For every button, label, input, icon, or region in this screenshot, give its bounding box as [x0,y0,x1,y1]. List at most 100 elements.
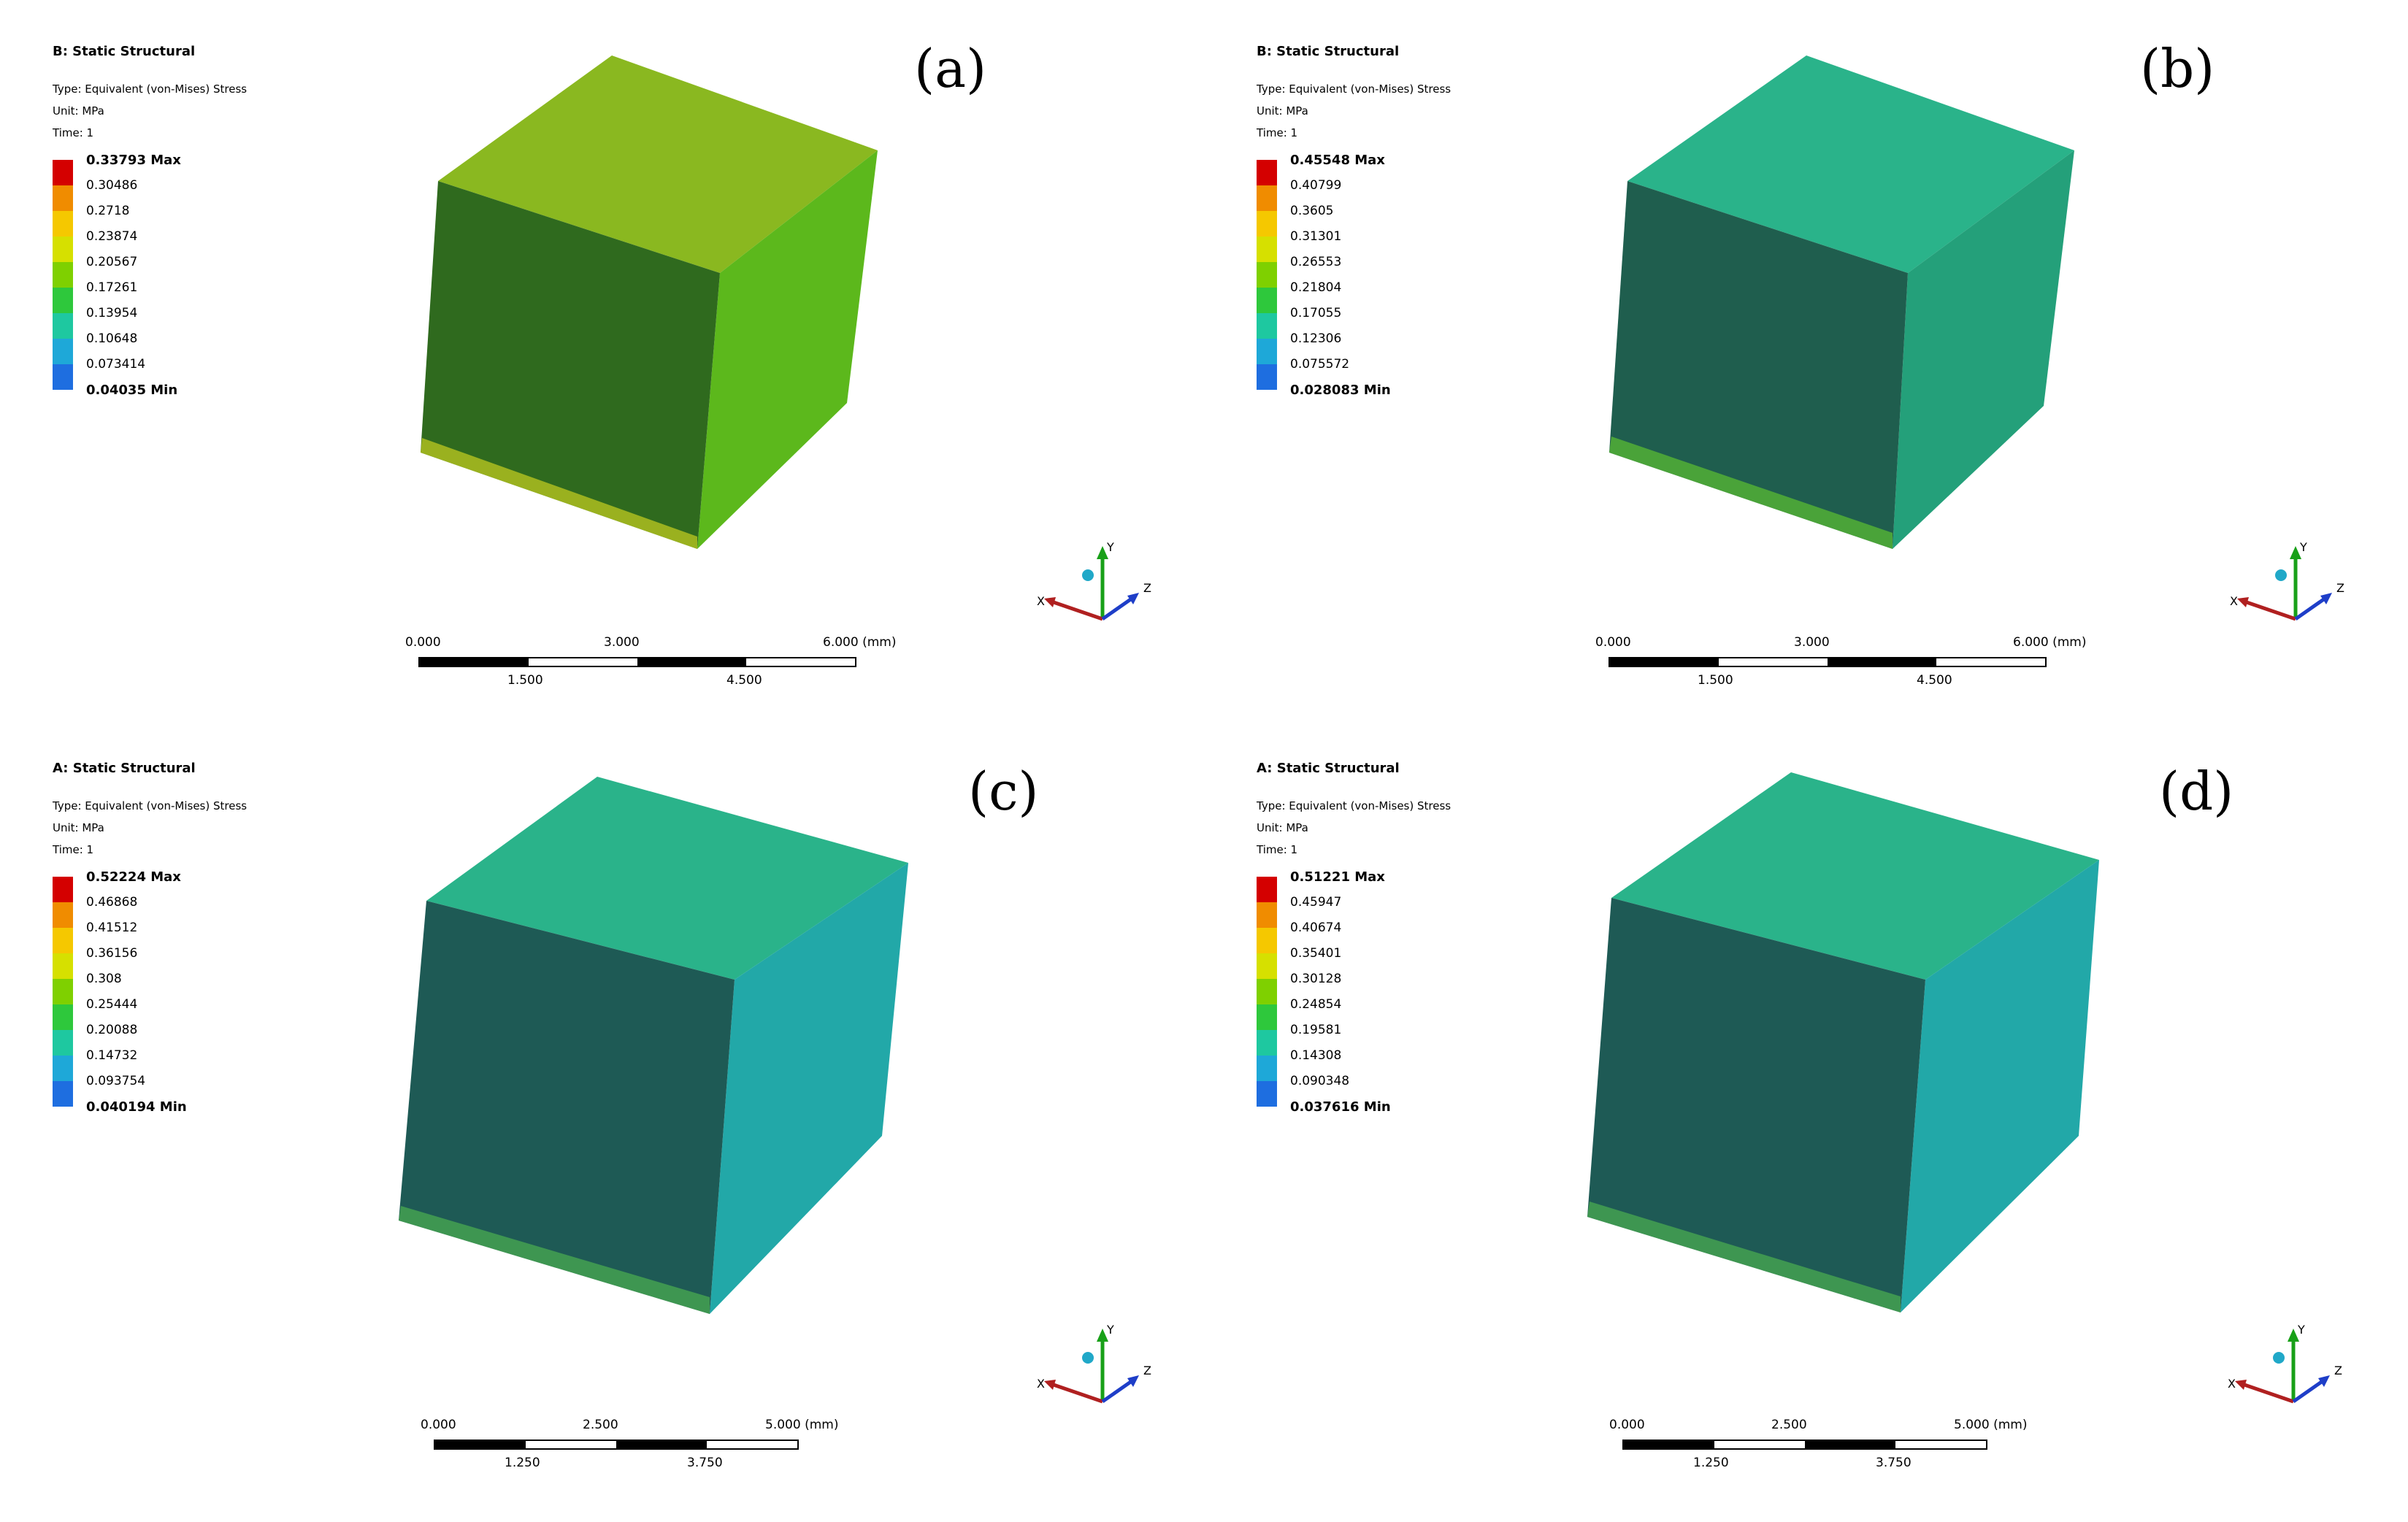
legend-swatch [1257,185,1277,211]
legend-swatch [53,237,73,262]
legend-swatch [53,953,73,979]
simulation-title: B: Static Structural [1257,44,1400,59]
legend-value: 0.04035 Min [86,383,178,398]
cube-top-face [1627,55,2074,273]
legend-swatch [53,211,73,237]
axis-label-x: X [2228,1377,2236,1391]
cube-side-face [1901,860,2099,1312]
panel-a: B: Static Structural Type: Equivalent (v… [0,0,1204,761]
legend-swatch [53,902,73,928]
axis-label-y: Y [2300,540,2307,554]
result-metadata: Type: Equivalent (von-Mises) Stress Unit… [1257,78,1563,144]
panel-label: (a) [914,38,987,99]
legend-value: 0.40799 [1290,178,1342,193]
triad-sphere-icon [2273,1352,2285,1364]
legend-swatch [53,185,73,211]
cube-front-face [1587,898,1925,1312]
legend-row: 0.35401 [1257,946,1563,979]
scale-top-label: 6.000 (mm) [2013,635,2087,650]
scale-bar-segment [1805,1441,1895,1448]
scale-top-label: 0.000 [405,635,441,650]
cube-front-face [1609,181,1908,549]
scale-top-label: 2.500 [583,1418,618,1432]
result-metadata: Type: Equivalent (von-Mises) Stress Unit… [53,78,359,144]
cube-base-edge [1609,437,1893,549]
legend-swatch [1257,262,1277,288]
axis-label-z: Z [1143,1364,1151,1377]
legend-swatch [53,364,73,390]
legend-value: 0.13954 [86,306,138,320]
legend-swatch [53,1081,73,1107]
cube-front-face [421,181,720,549]
legend-swatch [1257,1081,1277,1107]
axis-triad-graphic [1044,1329,1139,1404]
legend-swatch [1257,313,1277,339]
legend-value: 0.14308 [1290,1048,1342,1063]
result-type: Type: Equivalent (von-Mises) Stress [1257,82,1452,96]
legend-row: 0.36156 [53,946,359,979]
legend-swatch [53,262,73,288]
result-unit: Unit: MPa [1257,104,1308,118]
scale-bar-segment [435,1441,526,1448]
legend-block: A: Static Structural Type: Equivalent (v… [53,761,359,1132]
legend-row: 0.028083 Min [1257,383,1563,415]
legend-row: 0.17261 [53,280,359,313]
legend-row: 0.46868 [53,895,359,928]
panel-b: B: Static Structural Type: Equivalent (v… [1204,0,2408,761]
panel-c: A: Static Structural Type: Equivalent (v… [0,761,1204,1521]
legend-value: 0.26553 [1290,255,1342,269]
axis-label-x: X [2230,594,2238,608]
legend-row: 0.3605 [1257,204,1563,237]
result-unit: Unit: MPa [1257,821,1308,834]
legend-value: 0.308 [86,972,122,986]
x-axis-arrow [1051,1382,1103,1404]
y-axis-head [1097,1329,1108,1342]
legend-value: 0.33793 Max [86,153,181,168]
legend-row: 0.14308 [1257,1048,1563,1081]
z-axis-arrow [2292,1379,2324,1404]
z-axis-head [1127,1375,1139,1387]
legend-value: 0.040194 Min [86,1099,187,1115]
legend-swatch [1257,288,1277,313]
x-axis-head [2237,597,2249,607]
legend-row: 0.24854 [1257,997,1563,1030]
legend-row: 0.12306 [1257,331,1563,364]
scale-bar-segment [616,1441,707,1448]
legend-row: 0.23874 [53,229,359,262]
legend-swatch [1257,928,1277,953]
legend-row: 0.17055 [1257,306,1563,339]
axis-label-x: X [1037,1377,1045,1391]
legend-value: 0.45548 Max [1290,153,1385,168]
scale-bar-segment [420,658,529,666]
legend-value: 0.30486 [86,178,138,193]
result-type: Type: Equivalent (von-Mises) Stress [53,799,248,812]
scale-bar-segment [1610,658,1719,666]
legend-row: 0.13954 [53,306,359,339]
result-time: Time: 1 [1257,843,1298,856]
x-axis-head [1044,1380,1056,1390]
scale-bar-segment [1624,1441,1714,1448]
legend-row: 0.30128 [1257,972,1563,1004]
legend-value: 0.090348 [1290,1074,1350,1088]
legend-block: A: Static Structural Type: Equivalent (v… [1257,761,1563,1132]
scale-bar-segment [637,658,746,666]
panel-label: (c) [968,761,1039,822]
legend-value: 0.17055 [1290,306,1342,320]
legend-value: 0.35401 [1290,946,1342,961]
legend-swatch [1257,1056,1277,1081]
legend-swatch [53,979,73,1004]
legend-value: 0.073414 [86,357,146,372]
result-unit: Unit: MPa [53,821,104,834]
scale-bottom-label: 1.500 [1698,673,1733,688]
z-axis-head [2318,1375,2330,1387]
result-type: Type: Equivalent (von-Mises) Stress [1257,799,1452,812]
legend-value: 0.20567 [86,255,138,269]
legend-value: 0.31301 [1290,229,1342,244]
